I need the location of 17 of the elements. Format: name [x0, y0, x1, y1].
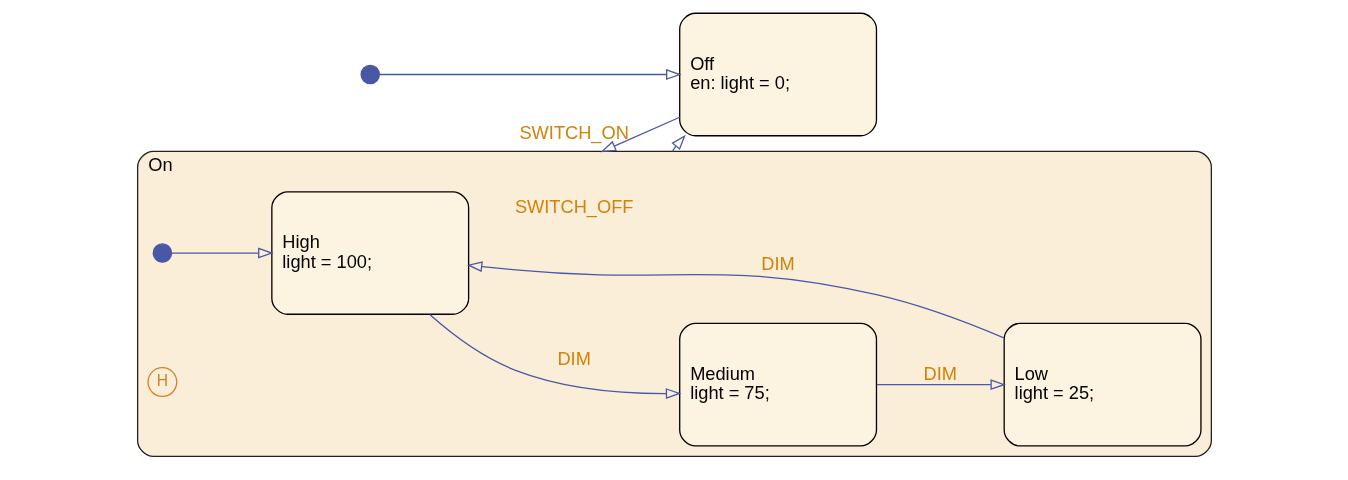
arrow	[378, 69, 682, 80]
arrow	[170, 247, 274, 259]
edge-label: DIM	[556, 348, 591, 370]
node-circle: H	[146, 367, 177, 397]
node-box: High light = 100;	[270, 191, 469, 315]
node-box: Medium light = 75;	[678, 322, 877, 447]
edge-label: SWITCH_OFF	[514, 195, 633, 217]
arrow	[466, 261, 1004, 339]
node-circle	[359, 64, 380, 85]
edge-label: DIM	[923, 362, 957, 384]
arrow	[875, 379, 1006, 391]
edge-label: SWITCH_ON	[518, 121, 629, 143]
node-box: Off en: light = 0;	[678, 12, 877, 137]
arrow	[428, 313, 681, 400]
edge-label: DIM	[760, 253, 795, 275]
node-box: Low light = 25;	[1003, 322, 1202, 447]
node-circle	[152, 243, 172, 263]
